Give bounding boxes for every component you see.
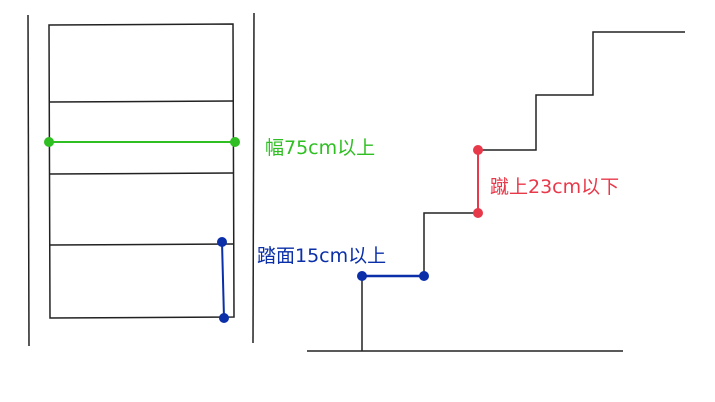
riser-label: 蹴上23cm以下: [490, 176, 620, 198]
width-endpoint: [44, 137, 54, 147]
step-line: [48, 100, 234, 103]
width-endpoint: [230, 137, 240, 147]
riser-dimension: [473, 145, 483, 218]
tread-dimension-plan: [217, 237, 229, 323]
stair-outline: [48, 23, 235, 319]
left-wall-line: [27, 14, 30, 347]
step-line: [49, 243, 234, 246]
width-dimension: [44, 137, 240, 147]
tread-dimension-section: [357, 271, 429, 281]
right-wall-line: [252, 12, 255, 344]
tread-label: 踏面15cm以上: [257, 245, 387, 267]
step-line: [48, 172, 234, 175]
stair-plan-view: [27, 12, 255, 347]
width-label: 幅75cm以上: [265, 137, 376, 159]
